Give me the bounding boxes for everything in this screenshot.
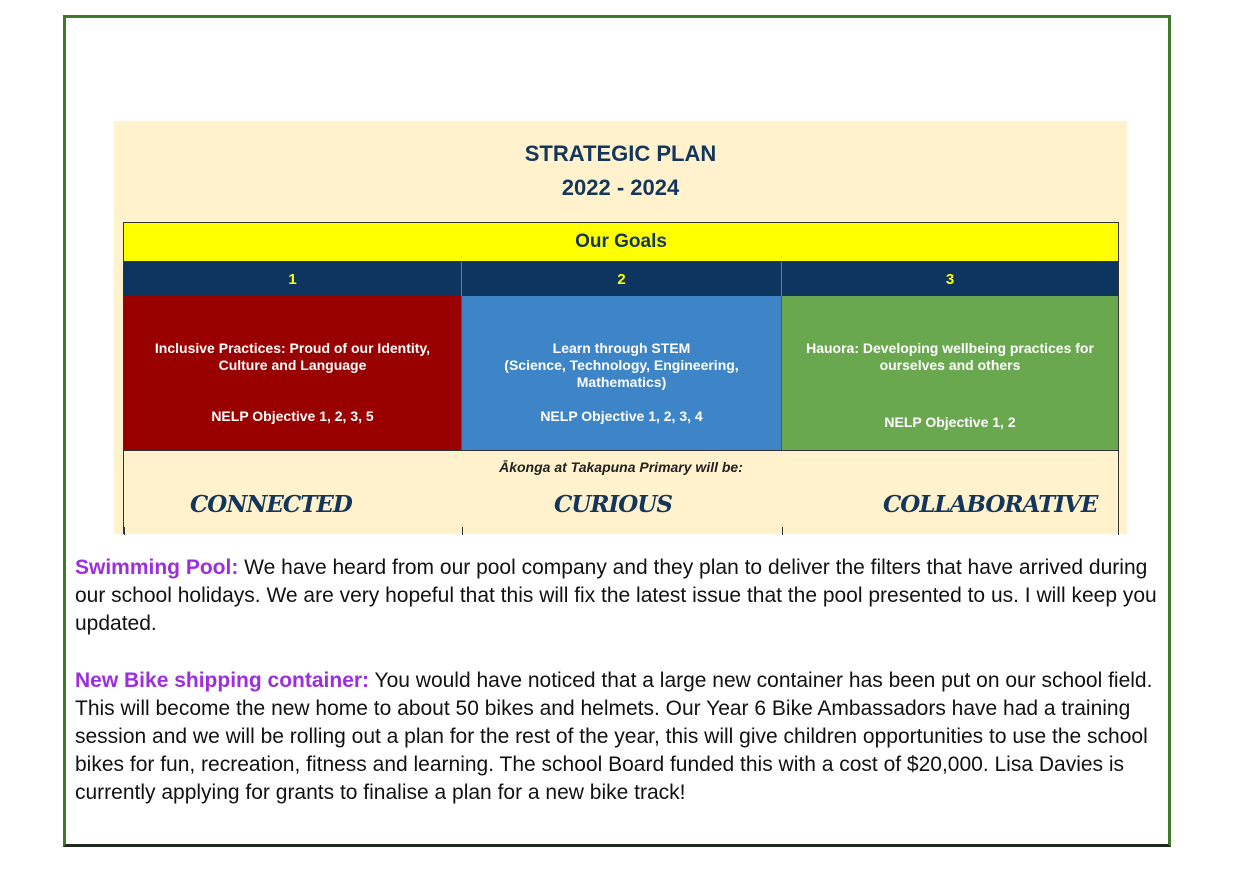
table-divider	[462, 527, 463, 535]
swimming-pool-paragraph: Swimming Pool: We have heard from our po…	[75, 554, 1165, 638]
swimming-pool-heading: Swimming Pool:	[75, 556, 239, 579]
value-collaborative: COLLABORATIVE	[883, 491, 1098, 518]
swimming-pool-text: We have heard from our pool company and …	[75, 556, 1157, 635]
value-curious: CURIOUS	[554, 491, 673, 518]
table-divider	[782, 527, 783, 535]
goal-1-objective: NELP Objective 1, 2, 3, 5	[211, 408, 374, 424]
goal-cell-1: Inclusive Practices: Proud of our Identi…	[124, 296, 462, 450]
goal-number-3: 3	[782, 262, 1118, 296]
bike-container-heading: New Bike shipping container:	[75, 669, 370, 692]
goal-row: Inclusive Practices: Proud of our Identi…	[124, 296, 1118, 450]
goal-number-1: 1	[124, 262, 462, 296]
goals-heading: Our Goals	[124, 223, 1118, 262]
value-connected: CONNECTED	[190, 491, 353, 518]
goal-number-2: 2	[462, 262, 782, 296]
bike-container-paragraph: New Bike shipping container: You would h…	[75, 667, 1165, 807]
bike-container-text: You would have noticed that a large new …	[75, 669, 1153, 804]
table-divider	[124, 527, 125, 535]
akonga-row: Ākonga at Takapuna Primary will be: CONN…	[124, 450, 1119, 535]
goals-table: Our Goals 1 2 3 Inclusive Practices: Pro…	[123, 222, 1119, 535]
plan-title: STRATEGIC PLAN	[524, 141, 717, 166]
goal-3-objective: NELP Objective 1, 2	[884, 414, 1016, 430]
goal-2-text: Learn through STEM (Science, Technology,…	[504, 340, 739, 390]
table-divider	[1118, 527, 1119, 535]
plan-years: 2022 - 2024	[561, 175, 680, 200]
strategic-plan-graphic: STRATEGIC PLAN 2022 - 2024 Our Goals 1 2…	[114, 121, 1127, 535]
goal-1-text: Inclusive Practices: Proud of our Identi…	[154, 340, 431, 373]
goal-number-row: 1 2 3	[124, 262, 1118, 296]
akonga-statement: Ākonga at Takapuna Primary will be:	[499, 459, 743, 475]
goal-cell-2: Learn through STEM (Science, Technology,…	[462, 296, 782, 450]
goal-cell-3: Hauora: Developing wellbeing practices f…	[782, 296, 1118, 450]
goal-3-text: Hauora: Developing wellbeing practices f…	[806, 340, 1094, 373]
goal-2-objective: NELP Objective 1, 2, 3, 4	[540, 408, 703, 424]
